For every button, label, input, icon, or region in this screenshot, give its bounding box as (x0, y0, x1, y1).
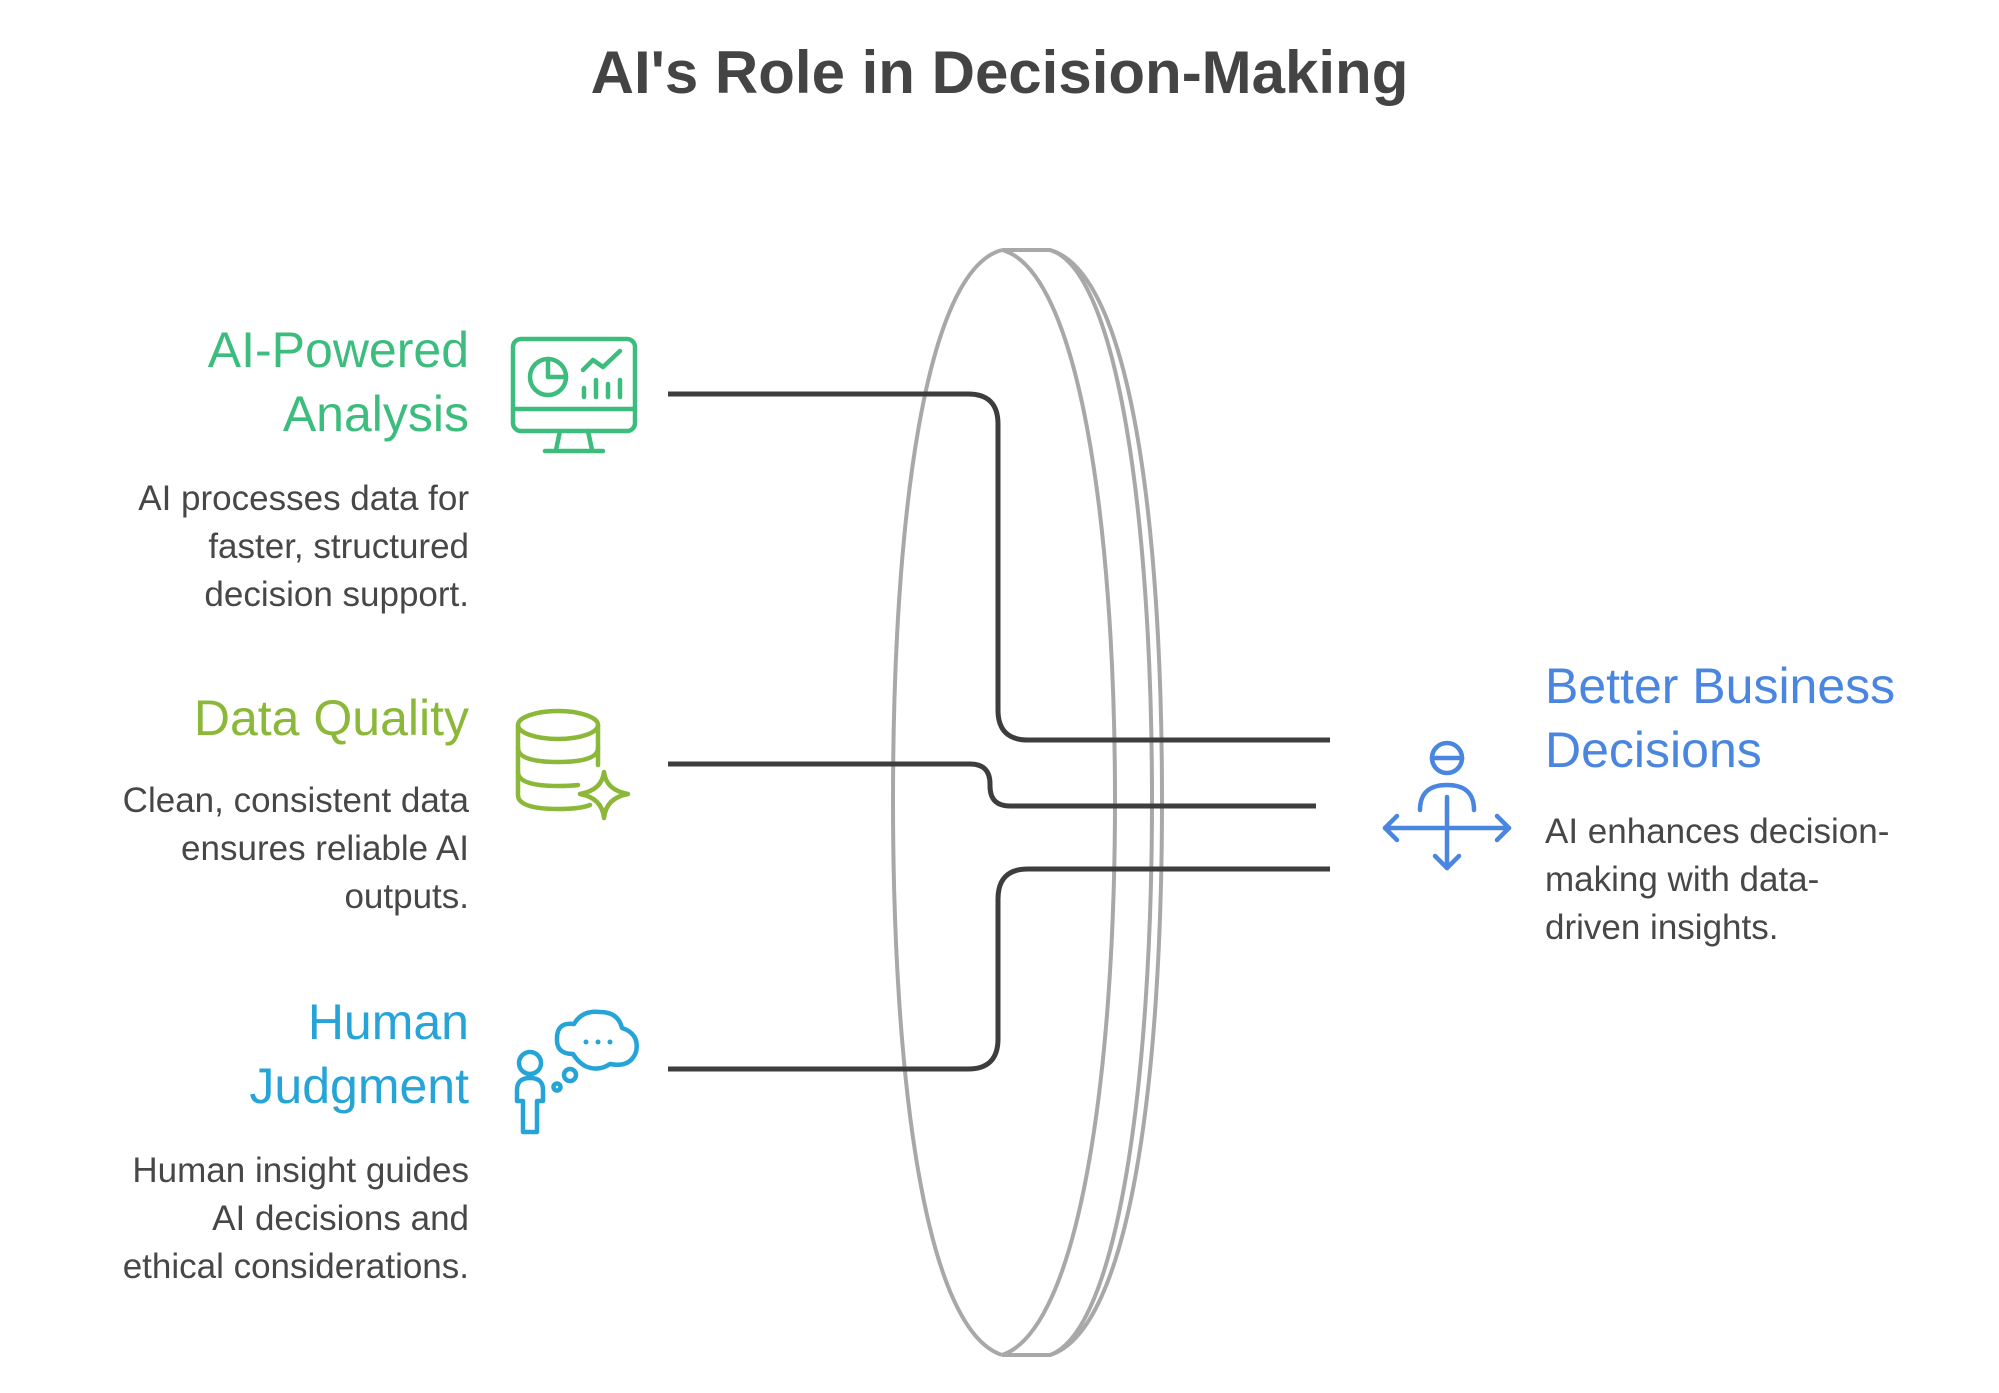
lens-front-ellipse-right (1001, 248, 1118, 1357)
description-line: Clean, consistent data (122, 781, 469, 820)
description-line: faster, structured (208, 527, 469, 566)
heading-line: Better Business (1545, 658, 1896, 714)
diagram-title: AI's Role in Decision-Making (590, 39, 1409, 106)
human-judgment-description: Human insight guides AI decisions and et… (0, 1147, 469, 1291)
data-quality-block: Data Quality Clean, consistent data ensu… (0, 686, 469, 921)
person-arrows-icon (1382, 740, 1512, 871)
heading-line: Data Quality (193, 690, 469, 746)
monitor-analytics-icon (510, 336, 638, 454)
description-line: driven insights. (1545, 908, 1779, 947)
better-business-decisions-heading: Better Business Decisions (1545, 654, 1985, 782)
ai-powered-analysis-block: AI-Powered Analysis AI processes data fo… (0, 318, 469, 619)
connector-data-quality (668, 761, 1316, 809)
lens-rim-outer (1049, 248, 1165, 1357)
heading-line: Analysis (282, 386, 469, 442)
heading-line: AI-Powered (207, 322, 469, 378)
human-judgment-heading: Human Judgment (0, 990, 469, 1118)
description-line: AI processes data for (138, 479, 469, 518)
description-line: AI decisions and (212, 1199, 469, 1238)
description-line: decision support. (204, 575, 469, 614)
description-line: AI enhances decision- (1545, 812, 1890, 851)
person-thought-bubble-icon (514, 1009, 639, 1135)
heading-line: Judgment (249, 1058, 469, 1114)
ai-powered-analysis-heading: AI-Powered Analysis (0, 318, 469, 446)
lens-rim-inner (1002, 248, 1155, 1357)
description-line: ethical considerations. (122, 1247, 469, 1286)
database-sparkle-icon (515, 708, 631, 821)
heading-line: Decisions (1545, 722, 1762, 778)
description-line: ensures reliable AI (181, 829, 469, 868)
connector-human-judgment (668, 866, 1330, 1072)
human-judgment-block: Human Judgment Human insight guides AI d… (0, 990, 469, 1291)
better-business-decisions-description: AI enhances decision- making with data- … (1545, 808, 1985, 952)
description-line: outputs. (344, 877, 469, 916)
ai-powered-analysis-description: AI processes data for faster, structured… (0, 475, 469, 619)
data-quality-heading: Data Quality (0, 686, 469, 750)
connector-ai-powered-analysis (668, 391, 1330, 743)
heading-line: Human (307, 994, 469, 1050)
lens-front-ellipse (890, 248, 1003, 1357)
description-line: Human insight guides (132, 1151, 469, 1190)
lens-disc (890, 248, 1165, 1357)
data-quality-description: Clean, consistent data ensures reliable … (0, 777, 469, 921)
description-line: making with data- (1545, 860, 1820, 899)
better-business-decisions-block: Better Business Decisions AI enhances de… (1545, 654, 1985, 952)
